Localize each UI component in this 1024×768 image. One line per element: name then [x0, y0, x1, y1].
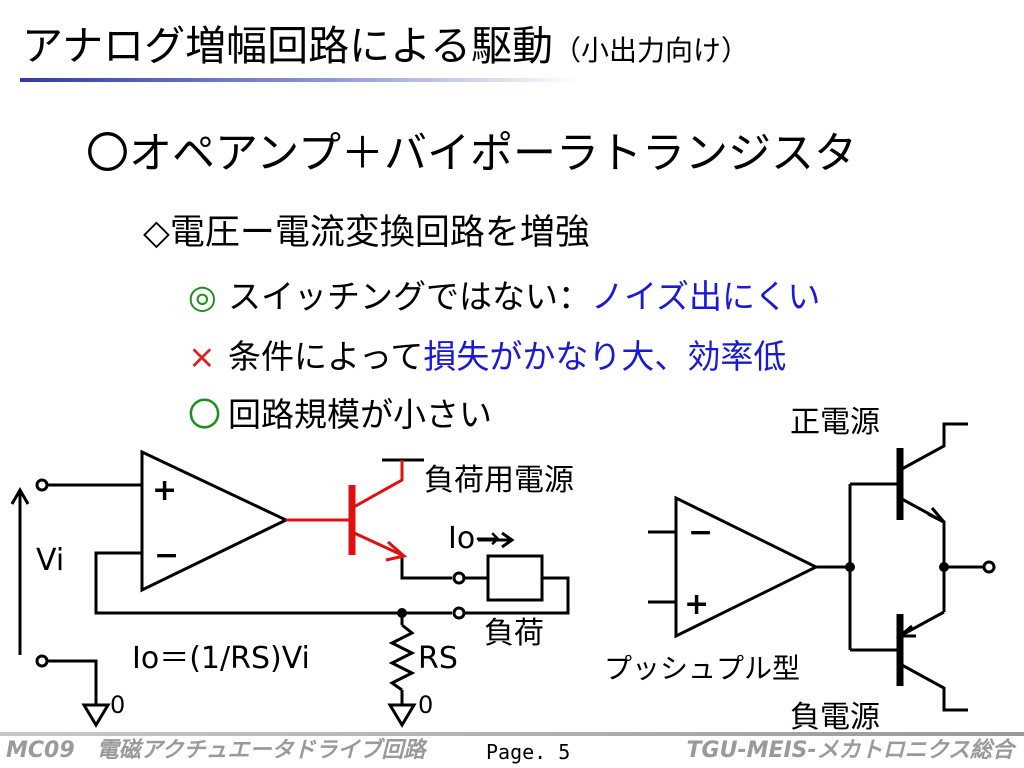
section-heading: 〇オペアンプ＋バイポーラトランジスタ: [86, 129, 857, 179]
junction-dot: [845, 562, 855, 572]
plus-sign: +: [684, 587, 709, 622]
subsection-heading: ◇電圧ー電流変換回路を増強: [143, 213, 590, 253]
minus-sign: −: [154, 538, 179, 573]
load-box: [486, 554, 544, 602]
ground-symbol-a: [81, 703, 111, 728]
input-terminal-bottom: [35, 654, 49, 668]
footer-page: Page. 5: [486, 740, 571, 764]
right-circuit: [648, 422, 984, 712]
footer-org: TGU-MEIS-メカトロニクス総合: [686, 738, 1014, 763]
bullet-text: 回路規模が小さい: [228, 395, 492, 434]
cross-mark: ×: [188, 337, 216, 376]
load-terminal-top: [452, 571, 466, 585]
footer-course: MC09 電磁アクチュエータドライブ回路: [6, 738, 426, 763]
load-terminal-bottom: [452, 606, 466, 620]
bullet-item: × 条件によって損失がかなり大、効率低: [188, 340, 786, 373]
bullet-highlight: 損失がかなり大、効率低: [423, 337, 787, 376]
negative-supply-label: 負電源: [790, 700, 880, 735]
bullet-highlight: ノイズ出にくい: [591, 277, 821, 316]
ground-symbol-b: [387, 703, 417, 728]
bullet-item: 〇回路規模が小さい: [188, 398, 492, 431]
circle-mark: 〇: [188, 395, 221, 434]
transistor-left: [286, 460, 408, 562]
title-main: アナログ増幅回路による駆動: [22, 22, 553, 70]
ground-label: 0: [110, 691, 125, 719]
output-terminal: [982, 560, 996, 574]
left-circuit: [10, 449, 570, 728]
input-terminal-top: [35, 478, 49, 492]
title-underline: [20, 78, 580, 82]
opamp-left: [140, 449, 290, 593]
vi-label: Vi: [36, 543, 64, 578]
junction-dot: [397, 608, 407, 618]
minus-sign: −: [688, 515, 713, 550]
push-pull-label: プッシュプル型: [604, 652, 800, 685]
bullet-text: スイッチングではない：: [228, 277, 591, 316]
junction-dot: [939, 562, 949, 572]
bullet-text: 条件によって: [228, 337, 424, 376]
equation: Io＝(1/RS)Vi: [132, 641, 310, 676]
plus-sign: +: [152, 473, 177, 508]
load-label: 負荷: [484, 616, 544, 651]
opamp-right: [674, 495, 820, 639]
bullet-item: ◎ スイッチングではない：ノイズ出にくい: [188, 280, 820, 313]
ground-label: 0: [418, 691, 433, 719]
footer-bar: [0, 732, 1024, 736]
rs-label: RS: [418, 641, 458, 676]
supply-label: 負荷用電源: [424, 463, 574, 498]
title-sub: （小出力向け）: [552, 34, 749, 67]
resistor-rs: [388, 623, 416, 692]
current-label: Io→: [448, 521, 500, 556]
slide-title: アナログ増幅回路による駆動（小出力向け）: [22, 26, 749, 67]
double-circle-mark: ◎: [188, 277, 217, 316]
positive-supply-label: 正電源: [790, 405, 880, 440]
